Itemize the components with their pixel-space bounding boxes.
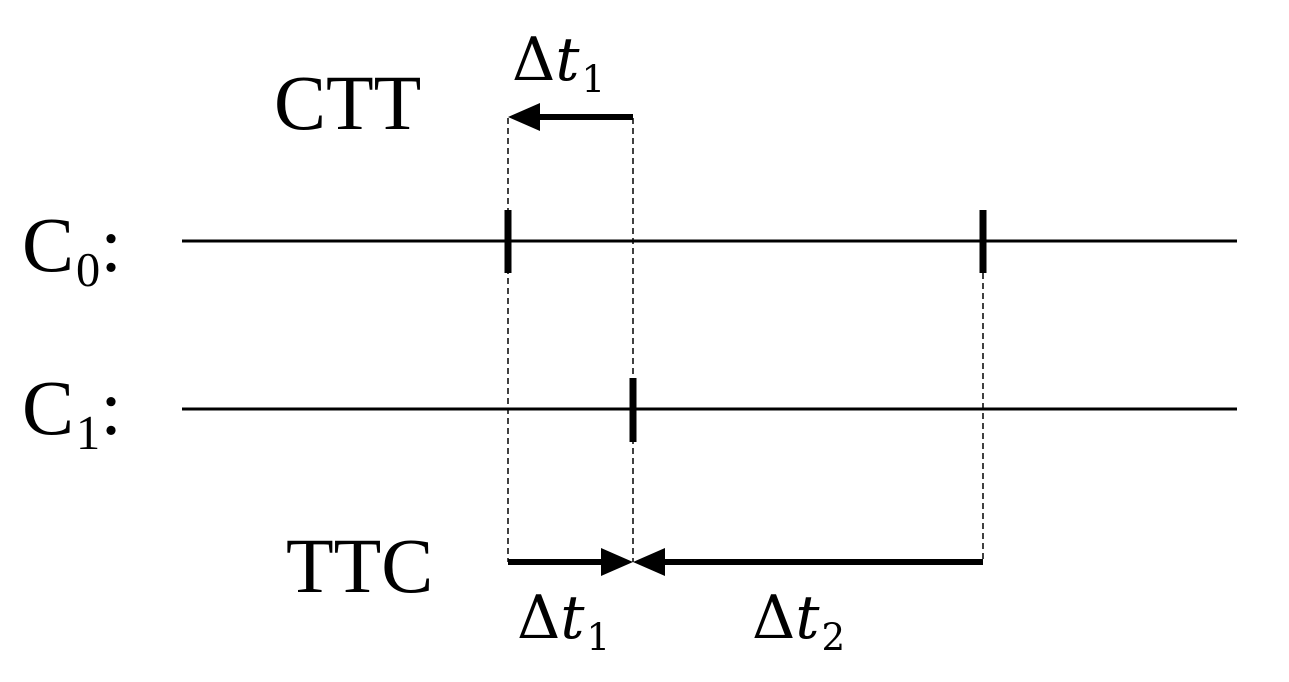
- ttc-arrowhead-dt2: [633, 548, 665, 576]
- ttc-label: TTC: [286, 522, 434, 609]
- clock-label-c1: C1:: [22, 364, 122, 461]
- clock-label-c0: C0:: [22, 201, 122, 298]
- ctt-label: CTT: [274, 59, 422, 146]
- ttc-delta-t1: Δt1: [517, 583, 611, 659]
- ctt-delta-t1: Δt1: [512, 25, 606, 101]
- ttc-arrowhead-dt1: [601, 548, 633, 576]
- ctt-arrowhead: [508, 103, 540, 131]
- ttc-delta-t2: Δt2: [752, 583, 846, 659]
